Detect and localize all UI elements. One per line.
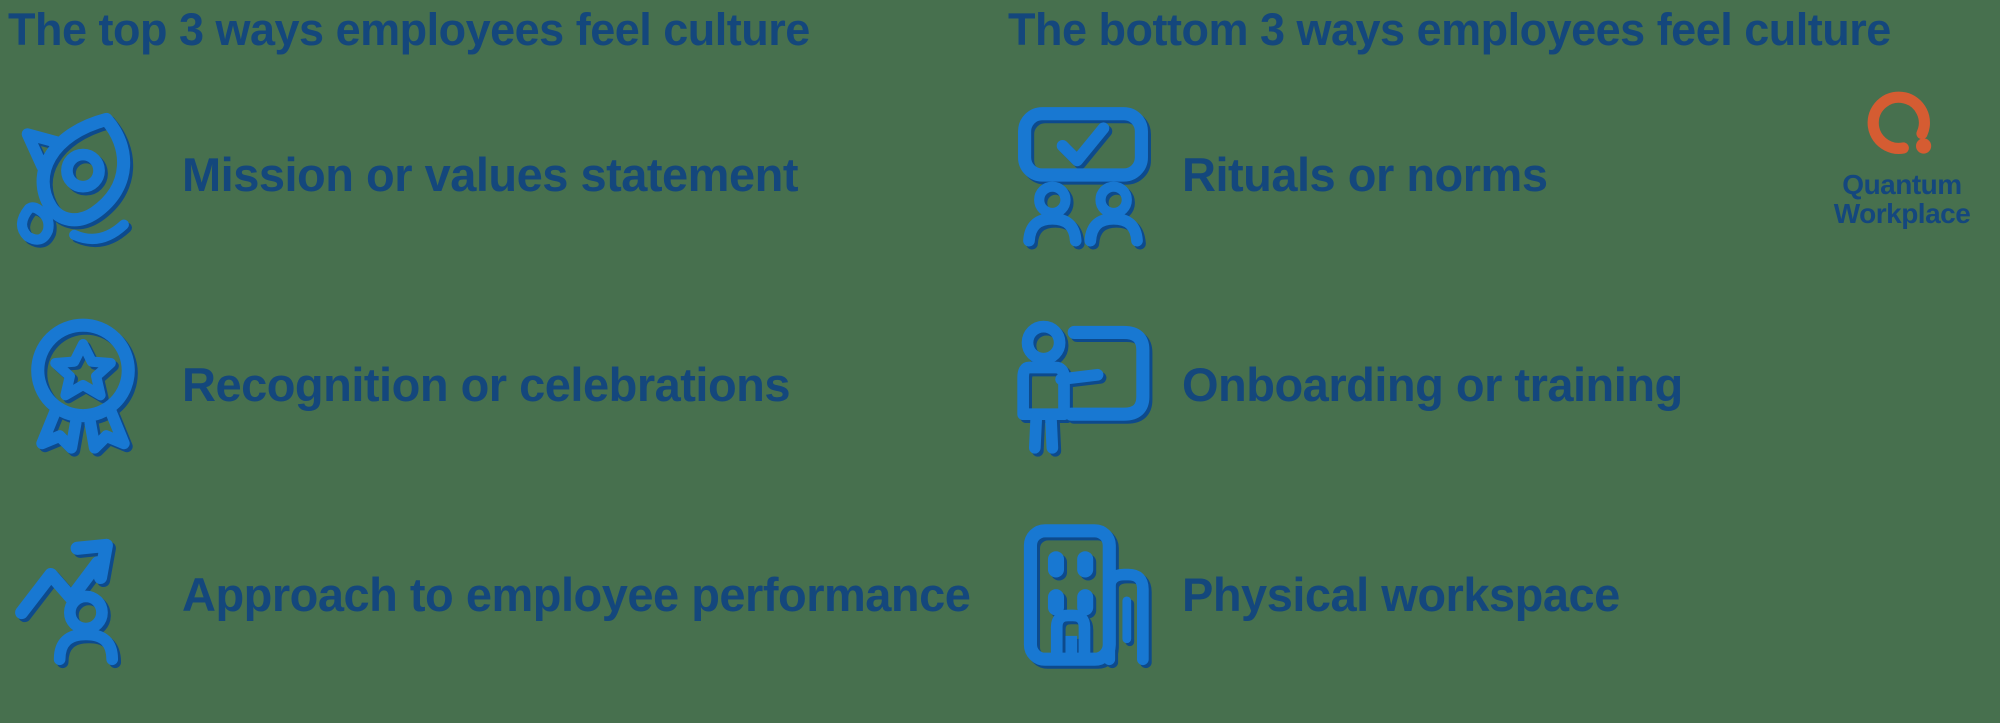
list-item: Rituals or norms xyxy=(1008,90,1808,260)
logo-name-line1: Quantum xyxy=(1842,169,1962,200)
list-item-label: Recognition or celebrations xyxy=(182,358,791,412)
list-item-label: Rituals or norms xyxy=(1182,148,1548,202)
list-item-label: Approach to employee performance xyxy=(182,568,971,622)
bottom-3-heading: The bottom 3 ways employees feel culture xyxy=(1008,4,1891,55)
award-ribbon-icon xyxy=(8,300,158,470)
list-item-label: Onboarding or training xyxy=(1182,358,1683,412)
top-3-section: The top 3 ways employees feel culture Mi… xyxy=(8,4,978,720)
checkboard-people-icon xyxy=(1008,90,1158,260)
list-item: Onboarding or training xyxy=(1008,300,1808,470)
top-3-heading: The top 3 ways employees feel culture xyxy=(8,4,810,55)
list-item-label: Physical workspace xyxy=(1182,568,1620,622)
list-item: Physical workspace xyxy=(1008,510,1808,680)
list-item-label: Mission or values statement xyxy=(182,148,798,202)
list-item: Recognition or celebrations xyxy=(8,300,978,470)
presenter-board-icon xyxy=(1008,300,1158,470)
quantum-workplace-logo: Quantum Workplace xyxy=(1808,86,1996,228)
list-item: Mission or values statement xyxy=(8,90,978,260)
logo-name-line2: Workplace xyxy=(1833,198,1971,230)
quantum-q-icon xyxy=(1867,91,1932,154)
growth-arrow-person-icon xyxy=(8,510,158,680)
list-item: Approach to employee performance xyxy=(8,510,978,680)
office-building-icon xyxy=(1008,510,1158,680)
rocket-icon xyxy=(8,90,158,260)
bottom-3-section: The bottom 3 ways employees feel culture… xyxy=(1008,4,1891,720)
